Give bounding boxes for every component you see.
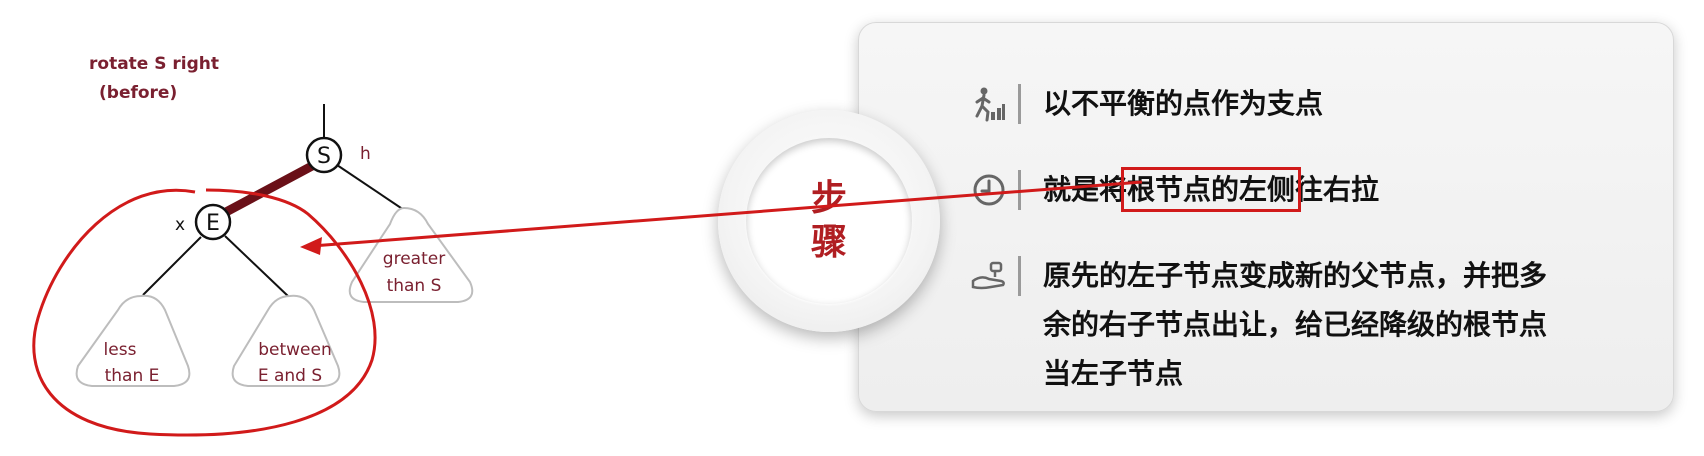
subtree-greater-line-1: greater (383, 249, 445, 269)
step-3-line-3: 当左子节点 (1043, 357, 1184, 390)
step-1-divider (1018, 84, 1021, 124)
climbing-person-icon (970, 84, 1008, 124)
step-2: 就是将根节点的左侧往右拉 (970, 167, 1379, 219)
edge-e-left (142, 236, 202, 296)
step-3-line-1: 原先的左子节点变成新的父节点，并把多 (1043, 259, 1548, 292)
step-2-text-before: 就是将 (1043, 173, 1128, 206)
badge-char-2: 骤 (810, 222, 847, 263)
subtree-less-line-1: less (104, 340, 137, 360)
step-3-line-2: 余的右子节点出让，给已经降级的根节点 (1043, 308, 1548, 341)
step-1: 以不平衡的点作为支点 (970, 84, 1323, 133)
step-2-highlight: 根节点的左侧 (1121, 167, 1302, 212)
subtree-greater-than-s: greater than S (348, 206, 474, 303)
edge-e-right (224, 235, 290, 298)
node-s-tag: h (360, 144, 371, 164)
subtree-greater-line-2: than S (387, 276, 442, 296)
steps-badge: 步 骤 (718, 110, 940, 332)
subtree-between-e-and-s: between E and S (231, 294, 341, 387)
subtree-less-line-2: than E (105, 366, 160, 386)
node-s-label: S (317, 144, 331, 169)
step-3-text: 原先的左子节点变成新的父节点，并把多 余的右子节点出让，给已经降级的根节点 当左… (1043, 256, 1547, 403)
node-e: E (194, 203, 232, 241)
subtree-less-than-e: less than E (75, 294, 191, 387)
step-3: 原先的左子节点变成新的父节点，并把多 余的右子节点出让，给已经降级的根节点 当左… (970, 256, 1547, 403)
hand-gesture-icon (970, 256, 1008, 296)
caption-line-2: (before) (99, 83, 177, 103)
step-2-text: 就是将根节点的左侧往右拉 (1043, 161, 1379, 219)
clock-icon (970, 170, 1008, 210)
subtree-between-line-2: E and S (258, 366, 322, 386)
node-s: S (305, 136, 343, 174)
subtree-between-line-1: between (258, 340, 332, 360)
red-circle-annotation (32, 188, 377, 437)
steps-card (858, 22, 1674, 412)
node-e-label: E (206, 211, 220, 236)
step-2-divider (1018, 170, 1021, 210)
step-3-divider (1018, 256, 1021, 296)
edge-s-right (336, 164, 405, 211)
node-e-tag: x (175, 215, 185, 235)
caption-line-1: rotate S right (89, 54, 219, 74)
highlighted-edge (221, 161, 317, 217)
step-1-text: 以不平衡的点作为支点 (1043, 87, 1324, 120)
step-2-text-after: 往右拉 (1295, 173, 1380, 206)
steps-badge-inner: 步 骤 (746, 138, 912, 304)
badge-char-1: 步 (810, 178, 847, 219)
rotation-diagram: rotate S right (before) S h E x greater … (32, 54, 474, 437)
